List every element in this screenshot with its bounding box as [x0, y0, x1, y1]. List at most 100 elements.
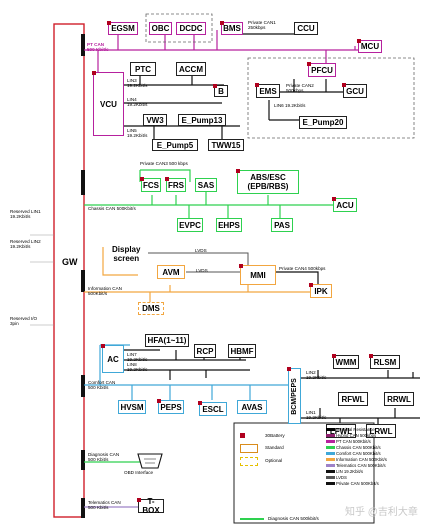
ecu-wmm[interactable]: WMM [332, 354, 359, 369]
legend-row-pt: PT CAN 500Kbit/s [326, 439, 371, 444]
ecu-gcu[interactable]: GCU [342, 83, 367, 98]
ecu-e-pump13[interactable]: E_Pump13 [178, 114, 226, 126]
ecu-avm[interactable]: AVM [157, 265, 185, 279]
legend-row-private: Private CAN 500Kbit/s [326, 481, 379, 486]
label-private-can3: Private CAN3 500 kbps [140, 161, 188, 166]
ecu-ptc[interactable]: PTC [130, 62, 156, 76]
chassis-can-bus [84, 169, 345, 218]
legend-row-chassis: Chassis CAN 500Kbit/s [326, 445, 381, 450]
label-lin2: LIN2 19.2Kbit/s [306, 370, 327, 381]
label-lin3: LIN3 19.2Kbit/s [127, 78, 148, 89]
legend-swatch-information [326, 458, 335, 461]
pfcu-group-frame [247, 57, 415, 139]
ecu-ems[interactable]: EMS [255, 83, 280, 98]
optional-group-frame [145, 13, 213, 43]
ecu-rlsm[interactable]: RLSM [369, 354, 400, 369]
private-can4-line [276, 271, 319, 284]
ecu-ipk[interactable]: IPK [309, 283, 332, 298]
ecu-evpc[interactable]: EVPC [177, 218, 203, 232]
ecu-peps[interactable]: PEPS [157, 399, 184, 414]
ecu-rfwl[interactable]: RFWL [338, 392, 368, 406]
ecu-dcdc[interactable]: DCDC [176, 22, 206, 35]
ecu-e-pump5[interactable]: E_Pump5 [152, 139, 198, 151]
ecu-avas[interactable]: AVAS [237, 400, 267, 414]
legend-swatch-terminal [326, 428, 335, 431]
ecu-ac[interactable]: AC [101, 344, 124, 373]
ecu-pfcu[interactable]: PFCU [307, 62, 336, 77]
ecu-escl[interactable]: ESCL [198, 401, 227, 416]
label-lvds-2: LVDS [196, 268, 208, 273]
label-pt-can: PT CAN 500 Kbit/s [87, 42, 109, 53]
ecu-pas[interactable]: PAS [271, 218, 293, 232]
label-diagnosis-can: Diagnosis CAN 500 Kbit/s [88, 452, 120, 463]
legend-standard-icon [240, 444, 258, 453]
ecu-vw3[interactable]: VW3 [143, 114, 167, 126]
label-lin5: LIN5 19.2Kbit/s [127, 128, 148, 139]
label-telematics-can: Telematics CAN 500 Kbit/s [88, 500, 121, 511]
ecu-acu[interactable]: ACU [332, 197, 357, 212]
lvds-lines [148, 252, 249, 273]
legend-swatch-telematics [326, 464, 335, 467]
ecu-abs-esc[interactable]: ABS/ESC (EPB/RBS) [236, 169, 299, 194]
ecu-vcu[interactable]: VCU [92, 71, 124, 136]
ecu-rcp[interactable]: RCP [194, 344, 216, 358]
label-private-can1: Private CAN1 250kbps [248, 20, 276, 31]
ecu-ehps[interactable]: EHPS [216, 218, 242, 232]
ecu-accm[interactable]: ACCM [176, 62, 206, 76]
ecu-e-pump20[interactable]: E_Pump20 [299, 116, 347, 129]
legend-frame [233, 422, 375, 524]
obd-connector-shape [137, 453, 163, 469]
ecu-hbmf[interactable]: HBMF [228, 344, 256, 358]
ecu-egsm[interactable]: EGSM [107, 21, 138, 35]
ecu-sas[interactable]: SAS [195, 178, 217, 192]
label-private-can4: Private CAN4 500kbps [279, 266, 326, 271]
legend-row-terminal: Terminal Resistance [326, 427, 375, 432]
ecu-hvsm[interactable]: HVSM [118, 400, 146, 414]
legend-standard-label: Standard [265, 445, 284, 450]
legend-optional-icon [240, 457, 258, 466]
display-screen: Display screen [112, 245, 141, 263]
label-lin6: LIN6 19.2Kbit/s [274, 103, 306, 108]
information-can-bus [84, 247, 312, 302]
gw-connector-5 [81, 450, 85, 470]
ecu-tbox[interactable]: T-BOX [137, 497, 164, 515]
gw-connector-3 [81, 270, 85, 292]
label-lin4: LIN4 19.2Kbit/s [127, 97, 148, 108]
ecu-ccu[interactable]: CCU [294, 22, 318, 35]
label-comfort-can: Comfort CAN 500 Kbit/s [88, 380, 116, 391]
ecu-obc[interactable]: OBC [149, 22, 172, 35]
ecu-bms[interactable]: BMS [220, 21, 243, 35]
ecu-tww15[interactable]: TWW15 [208, 139, 244, 151]
gw-connector-2 [81, 170, 85, 195]
label-reserved-io: Reserved I/O 3pin [10, 316, 38, 327]
ecu-mcu[interactable]: MCU [357, 39, 382, 53]
ecu-rrwl[interactable]: RRWL [384, 392, 414, 406]
gw-connector-4 [81, 375, 85, 397]
bcm-lin-lines [301, 370, 420, 424]
ecu-dms[interactable]: DMS [138, 302, 164, 315]
label-lin8: LIN8 19.2Kbit/s [127, 362, 148, 373]
ecu-frs[interactable]: FRS [165, 177, 186, 192]
label-reserved-lin2: Reserved LIN2 19.2Kbit/s [10, 239, 41, 250]
legend-row-comfort: Comfort CAN 500Kbit/s [326, 451, 381, 456]
legend-swatch-private [326, 482, 335, 485]
ecu-lrwl[interactable]: LRWL [366, 424, 396, 438]
ecu-fcs[interactable]: FCS [140, 177, 161, 192]
ecu-b[interactable]: B [213, 84, 228, 97]
legend-row-information: Information CAN 500Kbit/s [326, 457, 387, 462]
label-chassis-can: Chassis CAN 500Kbit/s [88, 206, 136, 211]
label-obd-interface: OBD Interface [124, 470, 154, 475]
ecu-bcm-peps[interactable]: BCM/PEPS [287, 367, 301, 424]
watermark: 知乎 @吉利大章 [345, 507, 418, 518]
gw-block [53, 23, 85, 518]
gw-connector-1 [81, 34, 85, 56]
legend-swatch-lvds [326, 476, 335, 479]
legend-swatch-comfort [326, 452, 335, 455]
legend-row-hybrid: Hybrid CAN 500kbps [326, 433, 376, 438]
gw-connector-6 [81, 498, 85, 518]
ecu-hfa[interactable]: HFA(1~11) [145, 334, 189, 347]
legend-row-lvds: LVDS [326, 475, 347, 480]
ecu-mmi[interactable]: MMI [239, 264, 276, 285]
legend-swatch-hybrid [326, 434, 335, 437]
